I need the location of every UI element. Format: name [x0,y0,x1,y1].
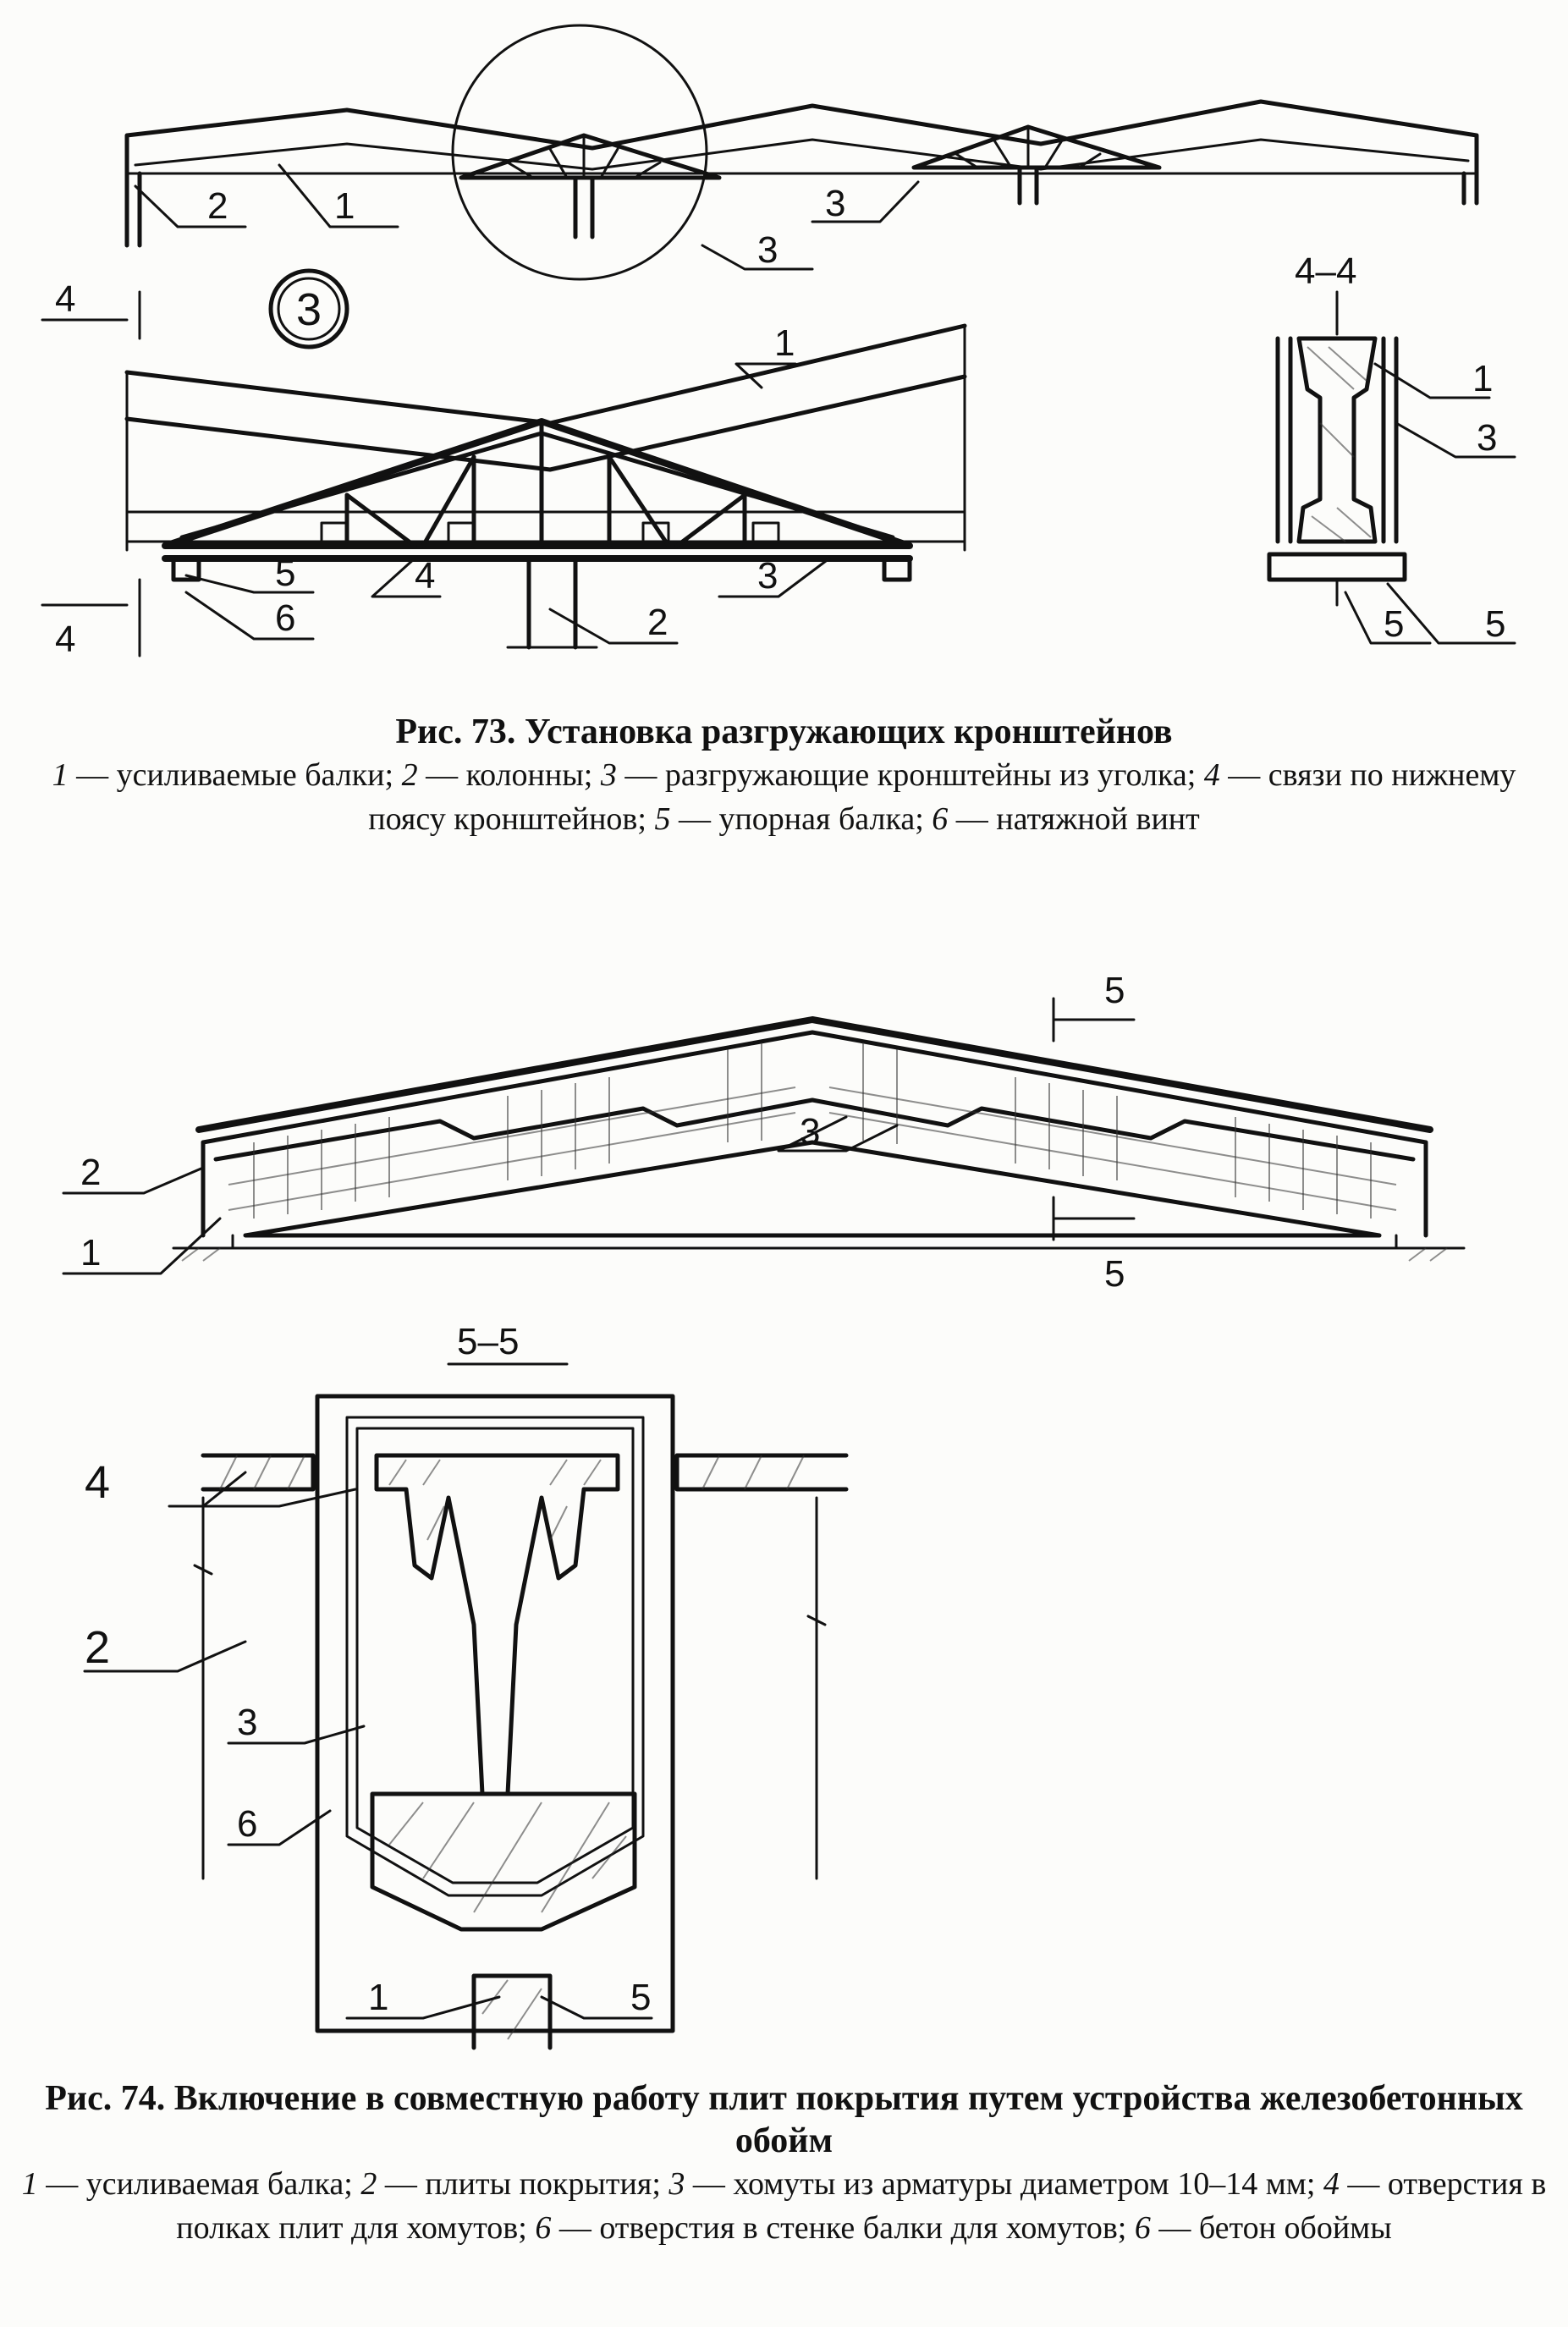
fig74-caption-legend: 1 — усиливаемая балка; 2 — плиты покрыти… [17,2162,1551,2250]
fig73-label-3b: 3 [825,183,845,224]
fig73-legend-text: — усиливаемые балки; [68,757,402,793]
fig73-section-5b: 5 [1485,603,1505,645]
fig74-legend-num: 1 [21,2166,38,2202]
fig73-caption-legend: 1 — усиливаемые балки; 2 — колонны; 3 — … [17,753,1551,841]
fig74-legend-num: 2 [360,2166,377,2202]
fig73-legend-num: 1 [52,757,69,793]
fig73-section-title: 4–4 [1295,250,1356,292]
fig73-section-mark-top: 4 [55,278,75,320]
fig74-sec-6: 6 [237,1803,257,1845]
fig73-detail-2: 2 [647,602,668,643]
fig73-drawing: 1 2 3 3 3 4 4 [41,24,1516,660]
fig73-legend-num: 5 [654,801,671,837]
fig74-legend-num: 6 [535,2210,552,2246]
fig73-legend-text: — упорная балка; [670,801,933,837]
fig73-detail-3: 3 [757,555,778,597]
fig74-cut-top: 5 [1104,970,1125,1011]
fig74-section-title: 5–5 [457,1321,519,1362]
fig73-section-5a: 5 [1384,603,1404,645]
fig73-legend-num: 3 [600,757,617,793]
fig73-caption: Рис. 73. Установка разгружающих кронштей… [17,711,1551,841]
fig73-section-1: 1 [1472,358,1493,399]
fig73-legend-text: — натяжной винт [948,801,1200,837]
fig74-legend-num: 4 [1323,2166,1340,2202]
fig74-section-5-5: 5–5 [83,1321,849,2050]
fig73-detail-1: 1 [774,322,795,364]
fig74-elev-2: 2 [80,1152,101,1193]
fig73-overview: 1 2 3 3 [124,24,1479,281]
fig73-legend-num: 2 [401,757,418,793]
fig73-detail-5: 5 [275,553,295,594]
fig74-caption: Рис. 74. Включение в совместную работу п… [17,2077,1551,2250]
fig74-elevation: 5 5 2 1 3 [62,970,1466,1295]
fig74-drawing: 5 5 2 1 3 5–5 [62,970,1466,2050]
fig73-legend-num: 4 [1203,757,1220,793]
fig74-sec-5: 5 [630,1977,651,2018]
fig73-label-3a: 3 [757,229,778,271]
fig73-section-4-4: 4–4 1 3 5 5 [1267,250,1516,645]
fig74-legend-text: — отверстия в стенке балки для хомутов; [551,2210,1135,2246]
fig73-callout-number: 3 [296,284,322,335]
fig74-legend-text: — бетон обоймы [1150,2210,1392,2246]
fig73-label-1: 1 [334,185,355,227]
fig73-detail-6: 6 [275,597,295,639]
fig73-label-2: 2 [207,185,228,227]
fig74-elev-3: 3 [800,1111,820,1152]
fig73-caption-title: Рис. 73. Установка разгружающих кронштей… [395,712,1173,751]
fig73-section-mark-bottom: 4 [55,619,75,660]
fig74-legend-text: — усиливаемая балка; [37,2166,361,2202]
fig74-sec-4: 4 [85,1457,110,1508]
fig74-legend-text: — отверстия в полках плит для хомутов; [176,2166,1547,2246]
fig74-legend-text: — плиты покрытия; [377,2166,669,2202]
fig73-legend-text: — связи по нижнему поясу кронштейнов; [368,757,1516,837]
fig74-legend-text: — хомуты из арматуры диаметром 10–14 мм; [685,2166,1323,2202]
fig74-sec-3: 3 [237,1702,257,1743]
fig73-detail-4: 4 [415,555,435,597]
fig74-caption-title: Рис. 74. Включение в совместную работу п… [45,2079,1523,2160]
fig73-detail: 4 4 [41,278,967,660]
fig74-sec-1: 1 [368,1977,388,2018]
fig73-legend-text: — разгружающие кронштейны из уголка; [616,757,1204,793]
fig73-section-3: 3 [1477,417,1497,459]
fig73-legend-text: — колонны; [417,757,601,793]
fig74-elev-1: 1 [80,1232,101,1274]
fig74-legend-num: 3 [668,2166,685,2202]
fig73-legend-num: 6 [932,801,949,837]
fig74-cut-bottom: 5 [1104,1253,1125,1295]
fig74-sec-2: 2 [85,1622,110,1673]
fig74-legend-num: 6 [1134,2210,1151,2246]
